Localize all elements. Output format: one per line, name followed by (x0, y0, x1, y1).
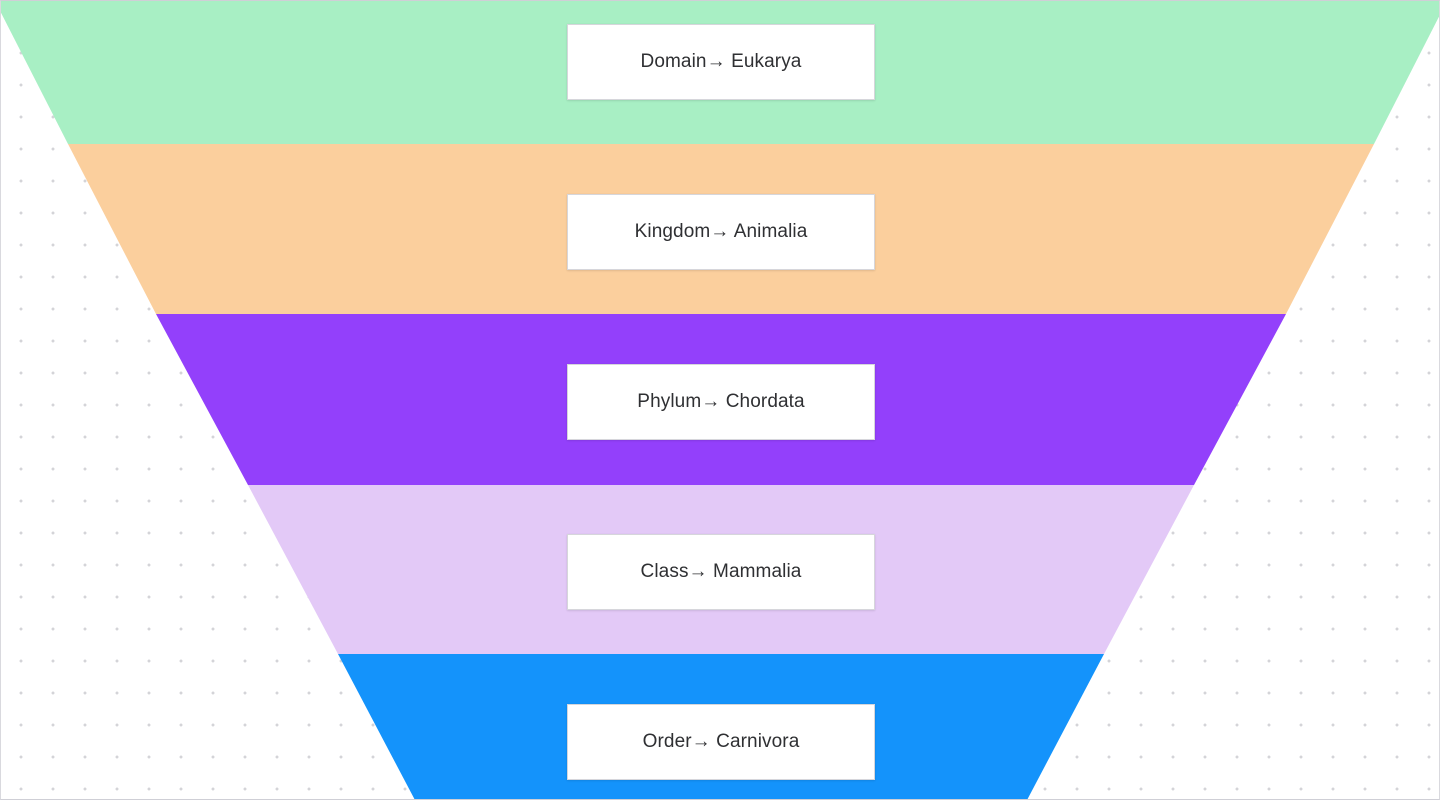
funnel-card-label: Phylum→ Chordata (637, 391, 805, 412)
funnel-card-label: Order→ Carnivora (642, 731, 800, 752)
funnel-card-phylum[interactable]: Phylum→ Chordata (567, 364, 875, 440)
funnel-card-order[interactable]: Order→ Carnivora (567, 704, 875, 780)
funnel-card-kingdom[interactable]: Kingdom→ Animalia (567, 194, 875, 270)
funnel-card-label: Class→ Mammalia (640, 561, 802, 582)
funnel-card-label: Domain→ Eukarya (640, 51, 802, 72)
funnel-card-class[interactable]: Class→ Mammalia (567, 534, 875, 610)
funnel-card-domain[interactable]: Domain→ Eukarya (567, 24, 875, 100)
funnel-card-label: Kingdom→ Animalia (634, 221, 808, 242)
